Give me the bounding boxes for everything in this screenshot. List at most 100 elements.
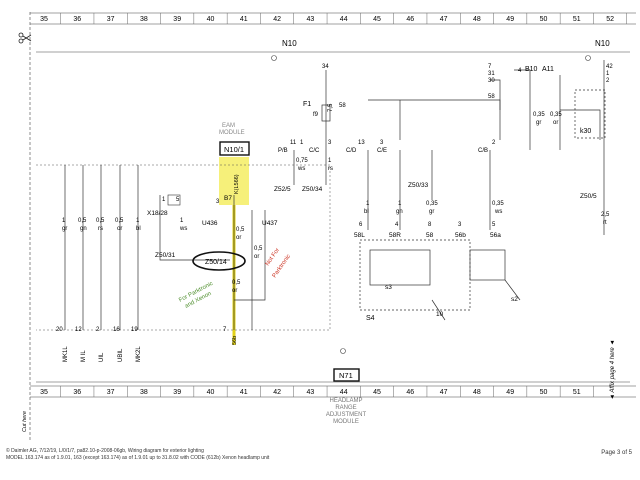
top-ruler-label: 41 <box>240 16 248 23</box>
top-ruler-label: 52 <box>606 16 614 23</box>
terminal-58: 58 <box>426 232 434 239</box>
headlamp-label-line1: HEADLAMP <box>329 398 362 404</box>
label-075: 0,75 <box>296 158 308 164</box>
label-035-or: 0,35 <box>550 112 562 118</box>
label-pb: P/B <box>278 148 288 154</box>
top-ruler-label: 48 <box>473 16 481 23</box>
label-b10: B10 <box>525 66 538 73</box>
bottom-ruler-label: 50 <box>540 389 548 396</box>
top-ruler-label: 42 <box>273 16 281 23</box>
note-affix-page: ◄ Affix page 4 here ◄ <box>610 340 616 400</box>
label-58-right: 58 <box>488 94 495 100</box>
label-1-cc: 1 <box>300 140 304 146</box>
footer-line-2: MODEL 163.174 as of 1.9.01, 163 (except … <box>6 455 270 461</box>
headlamp-label-line4: MODULE <box>333 419 359 425</box>
label-05-or-left: 0,5 <box>115 218 124 224</box>
label-1-rs-color: rs <box>328 166 333 172</box>
label-05-or-left-color: or <box>117 226 122 232</box>
pin-12: 12 <box>75 327 82 333</box>
label-5-x18: 5 <box>176 197 180 203</box>
top-ruler-label: 47 <box>440 16 448 23</box>
n71-module-box <box>333 368 360 382</box>
label-ce: C/E <box>377 148 387 154</box>
label-05-or-c-color: or <box>232 288 237 294</box>
top-ruler-label: 44 <box>340 16 348 23</box>
pin-3: 3 <box>458 222 462 228</box>
label-1-rs: 1 <box>328 158 332 164</box>
label-3-cc: 3 <box>328 140 332 146</box>
terminal-56b: 56b <box>455 232 466 239</box>
label-cb: C/B <box>478 148 488 154</box>
label-25: 2,5 <box>601 212 610 218</box>
signal-uil: UIL <box>99 352 105 362</box>
label-k-l566: K(L566) <box>234 174 240 194</box>
bottom-ruler-label: 35 <box>40 389 48 396</box>
label-f1: F1 <box>303 101 311 108</box>
bottom-ruler-label: 49 <box>506 389 514 396</box>
label-z50-33: Z50/33 <box>408 182 429 189</box>
top-ruler-label: 37 <box>107 16 115 23</box>
bottom-ruler-label: 44 <box>340 389 348 396</box>
label-035-ws-color: ws <box>494 209 502 215</box>
ground-symbol <box>271 55 591 354</box>
fuse-f9 <box>321 104 331 122</box>
x18-connector <box>167 194 181 206</box>
top-ruler-label: 38 <box>140 16 148 23</box>
top-ruler-label: 43 <box>307 16 315 23</box>
label-11: 11 <box>290 140 297 146</box>
label-25-color: rt <box>603 220 607 226</box>
bottom-ruler-label: 48 <box>473 389 481 396</box>
footer-line-1: © Daimler AG, 7/12/19, L/0/1/7, pa82.10-… <box>6 448 204 454</box>
label-2-cb: 2 <box>492 140 496 146</box>
bottom-ruler-label: 43 <box>307 389 315 396</box>
note-cut-here: Cut here <box>22 411 28 432</box>
label-035-gr-color: gr <box>536 120 541 126</box>
bottom-ruler-label: 42 <box>273 389 281 396</box>
u436-boundary <box>36 164 331 331</box>
top-ruler-label: 46 <box>406 16 414 23</box>
eam-label-line1: EAM <box>222 123 235 129</box>
signal-mk2l: MK2L <box>136 346 142 362</box>
pin-4: 4 <box>395 222 399 228</box>
label-05-rs: 0,5 <box>96 218 105 224</box>
label-z50-14: Z50/14 <box>205 259 227 266</box>
label-56b: 56b <box>232 336 238 345</box>
top-ruler-label: 51 <box>573 16 581 23</box>
label-7-b: 7 <box>223 327 227 333</box>
label-1-x18: 1 <box>162 197 166 203</box>
label-b7: B7 <box>224 195 232 202</box>
n71-label: N71 <box>339 371 353 380</box>
label-1-bl-right: 1 <box>366 201 370 207</box>
switch-s2: s2 <box>511 296 518 303</box>
headlamp-label-line2: RANGE <box>335 405 356 411</box>
label-k30: k30 <box>580 128 591 135</box>
bottom-ruler-label: 40 <box>207 389 215 396</box>
bottom-ruler-label: 38 <box>140 389 148 396</box>
label-z50-31: Z50/31 <box>155 252 176 259</box>
terminal-56a: 56a <box>490 232 501 239</box>
bottom-ruler-label: 51 <box>573 389 581 396</box>
label-1-ws-color: ws <box>179 226 187 232</box>
label-u436: U436 <box>202 220 218 227</box>
terminal-58l: 58L <box>354 232 365 239</box>
label-05-or-a: 0,5 <box>236 227 245 233</box>
pin-6: 6 <box>359 222 363 228</box>
label-1-gr: 1 <box>62 218 66 224</box>
top-ruler-label: 35 <box>40 16 48 23</box>
n10-1-label: N10/1 <box>224 145 244 154</box>
pin-19: 19 <box>131 327 138 333</box>
label-f9: f9 <box>313 112 319 118</box>
n10-label-right: N10 <box>595 39 610 48</box>
bottom-ruler-label: 41 <box>240 389 248 396</box>
label-3-b7: 3 <box>216 199 220 205</box>
label-035-gr-right-color: gr <box>429 209 434 215</box>
label-035-ws: 0,35 <box>492 201 504 207</box>
z50-14-highlight-circle <box>192 251 246 271</box>
label-1-bl-left-color: bl <box>136 226 141 232</box>
label-10: 10 <box>436 311 444 318</box>
bottom-ruler-label: 47 <box>440 389 448 396</box>
pin-2: 2 <box>96 327 100 333</box>
